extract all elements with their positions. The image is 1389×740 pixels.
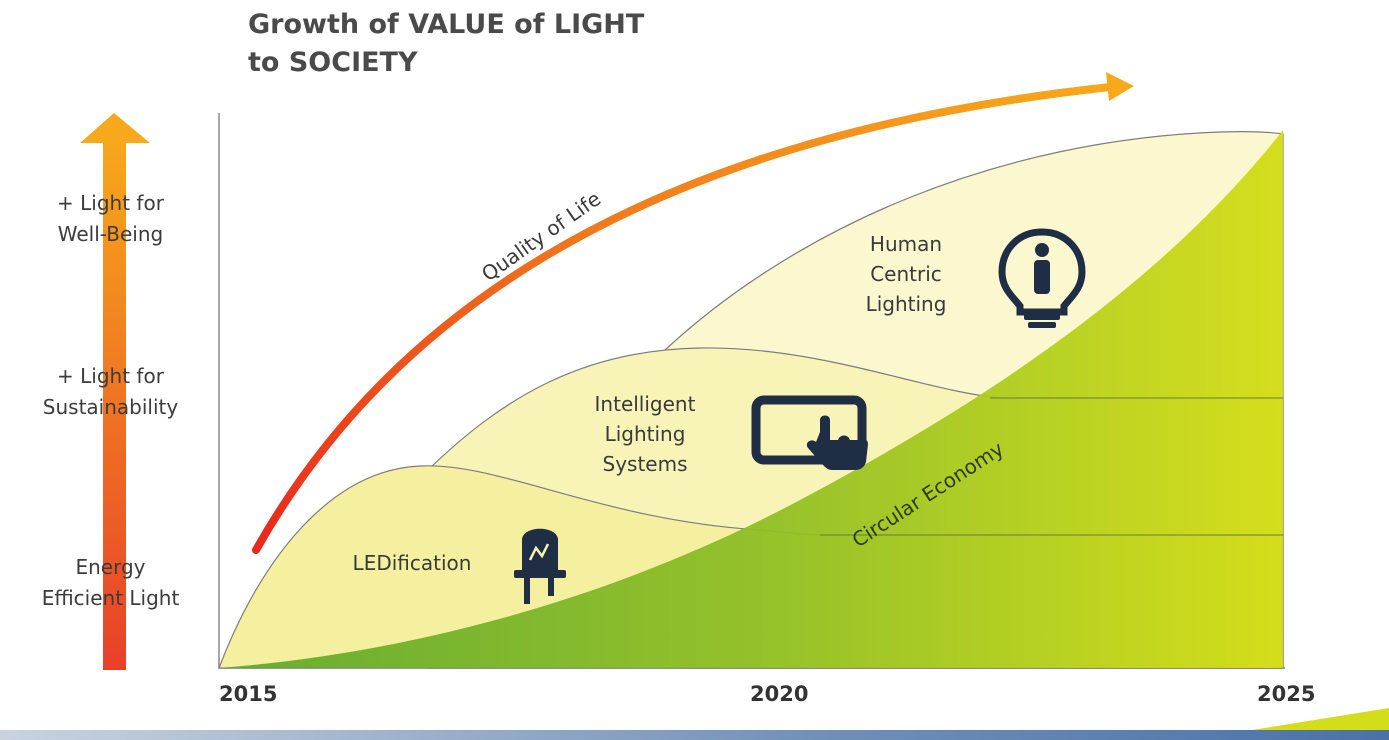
tablet-touch-icon [751,395,868,470]
stage-ledification-label: LEDification [352,551,472,575]
x-tick-2025: 2025 [1257,682,1316,706]
y-level-well-being-line-1: + Light for [57,191,164,215]
vertical-axis-arrow-head [80,113,150,143]
y-level-energy-efficient-line-2: Efficient Light [41,586,180,610]
stage-human-line-2: Centric [870,262,942,286]
stage-human-line-3: Lighting [865,292,947,316]
y-level-well-being: + Light for Well-Being [8,188,213,250]
y-level-sustainability-line-1: + Light for [57,364,164,388]
led-icon [514,528,566,604]
vertical-axis-arrow-shaft [103,140,126,670]
stage-intelligent-line-2: Lighting [604,422,686,446]
stage-intelligent-line-1: Intelligent [594,392,696,416]
lightbulb-person-icon [998,228,1086,328]
title-line-1: Growth of VALUE of LIGHT [248,9,645,40]
quality-of-life-arrow-head [1106,72,1134,101]
quality-of-life-arrow-curve [252,83,1114,554]
y-level-sustainability-line-2: Sustainability [42,395,179,419]
x-tick-2015: 2015 [219,682,278,706]
stage-intelligent-lighting: Intelligent Lighting Systems [555,389,735,479]
circular-economy-area [219,130,1283,668]
y-level-sustainability: + Light for Sustainability [8,361,213,423]
stage-human-centric: Human Centric Lighting [826,229,986,319]
y-level-well-being-line-2: Well-Being [57,222,164,246]
title-line-2: to SOCIETY [248,47,418,78]
y-level-energy-efficient: Energy Efficient Light [8,552,213,614]
stage-human-line-1: Human [869,232,943,256]
y-level-energy-efficient-line-1: Energy [75,555,146,579]
stage-ledification: LEDification [322,548,502,578]
diagram-title: Growth of VALUE of LIGHT to SOCIETY [248,6,644,82]
slide-footer-bar [0,730,1389,740]
x-tick-2020: 2020 [750,682,809,706]
stage-intelligent-line-3: Systems [602,452,688,476]
